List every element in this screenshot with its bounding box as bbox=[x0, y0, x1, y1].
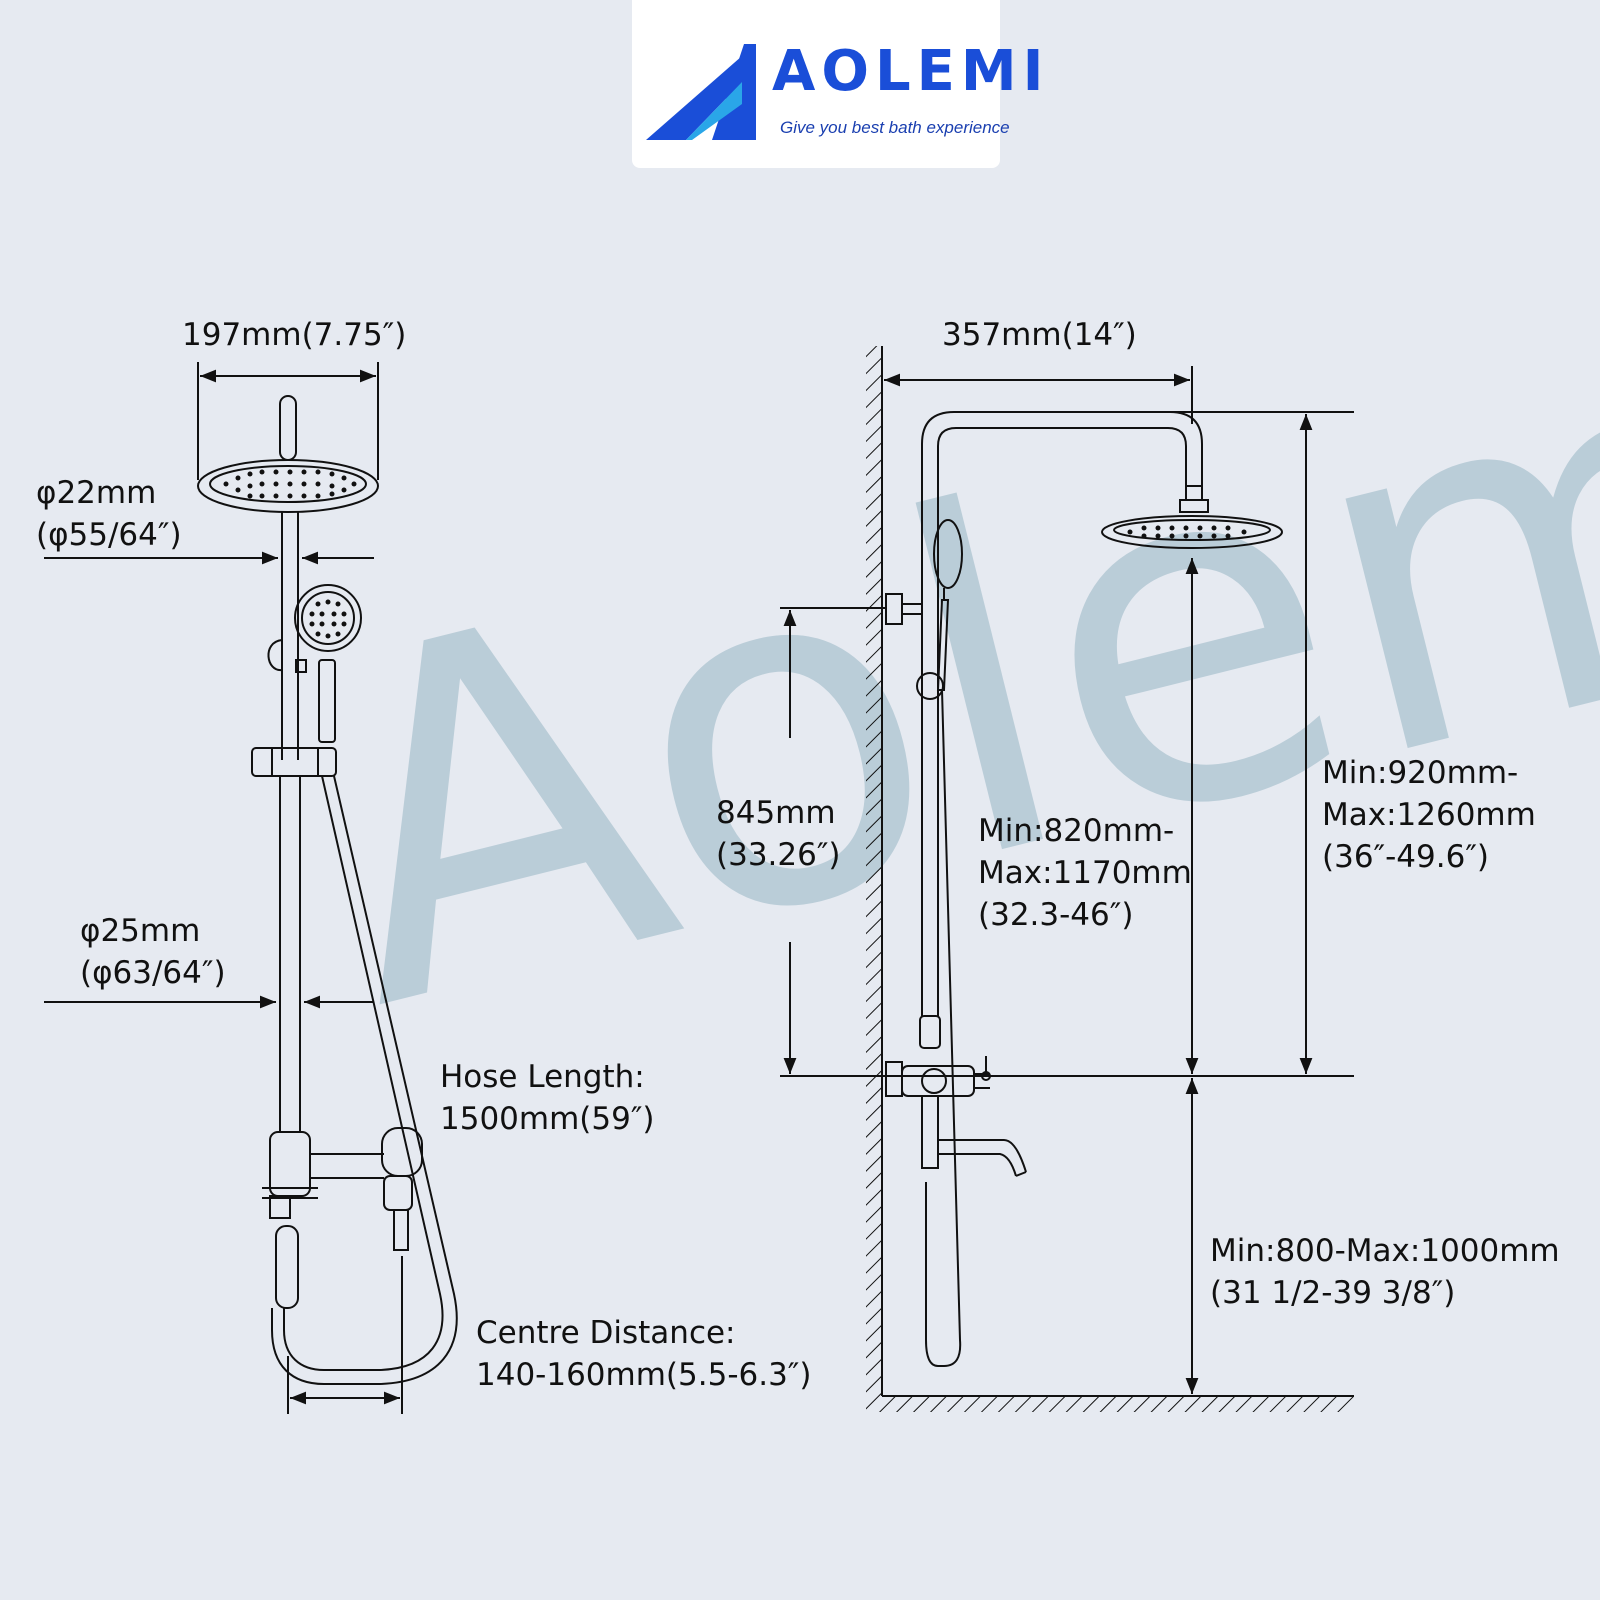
overhead-height-max: Max:1260mm bbox=[1322, 797, 1536, 833]
bracket-height-mm: 845mm bbox=[716, 795, 836, 831]
handheld-height-inch: (32.3-46″) bbox=[978, 897, 1134, 933]
pipe-bottom-diameter-inch: (φ63/64″) bbox=[80, 955, 226, 991]
brand-logo-box: AOLEMI Give you best bath experience bbox=[632, 0, 1043, 168]
floor-height-mm: Min:800-Max:1000mm bbox=[1210, 1233, 1560, 1269]
brand-name: AOLEMI bbox=[772, 39, 1050, 104]
handheld-height-max: Max:1170mm bbox=[978, 855, 1192, 891]
brand-tagline: Give you best bath experience bbox=[780, 118, 1010, 137]
front-view bbox=[44, 362, 458, 1414]
bracket-height-inch: (33.26″) bbox=[716, 837, 841, 873]
floor-height-inch: (31 1/2-39 3/8″) bbox=[1210, 1275, 1456, 1311]
pipe-top-diameter-inch: (φ55/64″) bbox=[36, 517, 182, 553]
hose-length-value: 1500mm(59″) bbox=[440, 1101, 655, 1137]
handheld-height-min: Min:820mm- bbox=[978, 813, 1175, 849]
side-view bbox=[780, 346, 1354, 1412]
pipe-bottom-diameter-mm: φ25mm bbox=[80, 913, 201, 949]
rain-head-nozzles bbox=[223, 469, 357, 499]
side-reach-label: 357mm(14″) bbox=[942, 317, 1137, 353]
overhead-height-min: Min:920mm- bbox=[1322, 755, 1519, 791]
centre-distance-value: 140-160mm(5.5-6.3″) bbox=[476, 1357, 812, 1393]
overhead-height-inch: (36″-49.6″) bbox=[1322, 839, 1490, 875]
side-rain-head-nozzles bbox=[1127, 525, 1247, 539]
front-width-label: 197mm(7.75″) bbox=[182, 317, 407, 353]
hand-shower-nozzles bbox=[309, 599, 347, 639]
centre-distance-title: Centre Distance: bbox=[476, 1315, 736, 1351]
hose-length-title: Hose Length: bbox=[440, 1059, 645, 1095]
brand-logo-mark bbox=[646, 44, 756, 140]
pipe-top-diameter-mm: φ22mm bbox=[36, 475, 157, 511]
